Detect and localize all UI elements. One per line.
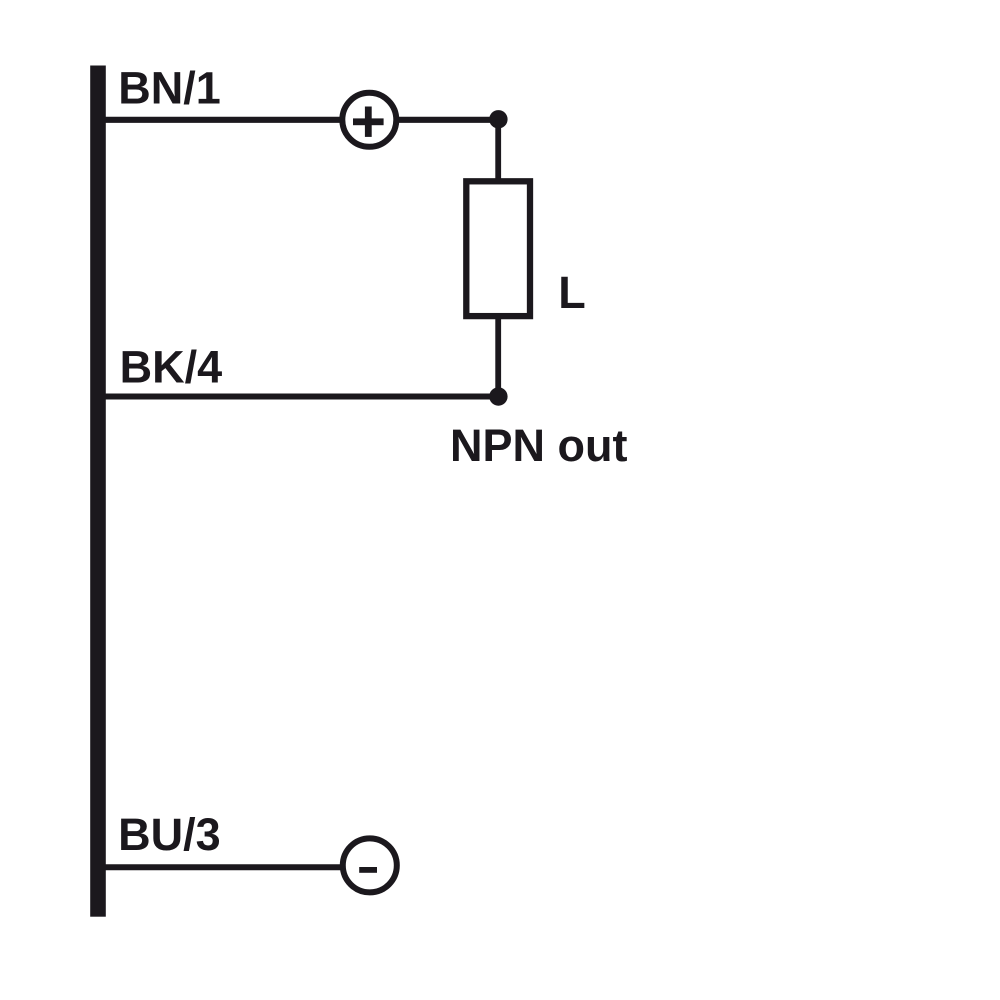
svg-text:BN/1: BN/1 xyxy=(118,63,221,114)
svg-text:BK/4: BK/4 xyxy=(120,342,223,393)
svg-text:L: L xyxy=(558,267,586,318)
svg-text:NPN out: NPN out xyxy=(450,420,627,471)
svg-text:BU/3: BU/3 xyxy=(118,809,221,860)
